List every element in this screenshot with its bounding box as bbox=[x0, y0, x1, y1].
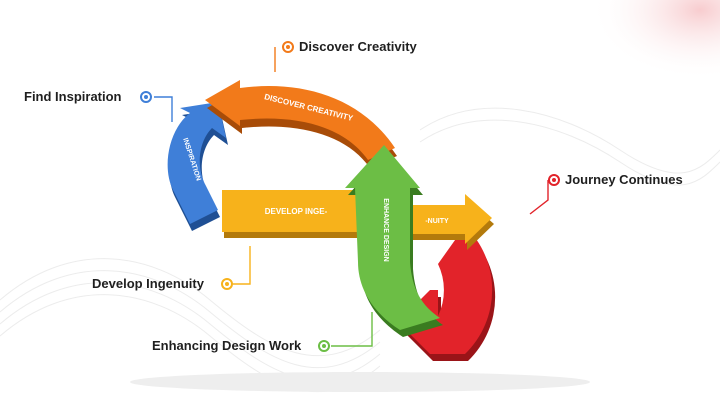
develop-arrow bbox=[222, 190, 360, 238]
enhance-arrow-label: ENHANCE DESIGN bbox=[382, 198, 389, 261]
callout-journey-continues: Journey Continues bbox=[565, 172, 683, 187]
callout-enhancing-design-work: Enhancing Design Work bbox=[152, 338, 302, 353]
develop-arrow-label: DEVELOP INGE- bbox=[265, 207, 328, 216]
journey-leader bbox=[529, 180, 549, 215]
inspiration-arrow bbox=[167, 102, 228, 231]
ingenuity-leader bbox=[233, 246, 251, 285]
enhancing-leader bbox=[331, 312, 373, 347]
nuity-arrow-shape bbox=[410, 194, 492, 244]
discover-arrow bbox=[205, 80, 397, 168]
develop-arrow-shape bbox=[222, 190, 358, 232]
journey-arrow-label: JOURNEY CONTINUES bbox=[502, 254, 547, 324]
nuity-arrow-label: -NUITY bbox=[425, 218, 449, 225]
callout-discover-creativity: Discover Creativity bbox=[299, 39, 417, 54]
discover-arrow-shape bbox=[205, 80, 395, 160]
callout-leaders bbox=[154, 47, 549, 347]
background-wave-lines bbox=[0, 107, 720, 393]
callout-find-inspiration: Find Inspiration bbox=[24, 89, 122, 104]
callout-develop-ingenuity: Develop Ingenuity bbox=[92, 276, 204, 291]
inspiration-arrow-shape bbox=[167, 102, 226, 224]
enhance-arrow-shape bbox=[345, 145, 440, 330]
inspiration-leader bbox=[154, 96, 173, 122]
nuity-arrow bbox=[410, 194, 494, 250]
enhance-arrow bbox=[345, 145, 443, 337]
corner-glow bbox=[590, 0, 720, 80]
callout-markers bbox=[140, 41, 560, 352]
floor-shadow bbox=[130, 372, 590, 392]
